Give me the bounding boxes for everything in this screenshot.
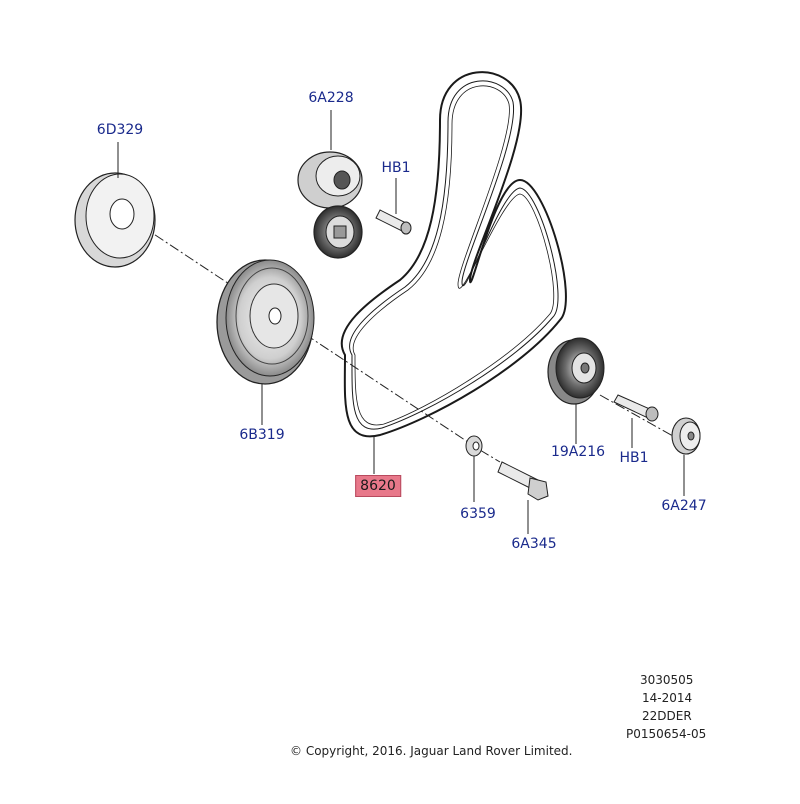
meta-line-2: 14-2014 xyxy=(642,691,693,705)
upper-bolt-drawing[interactable] xyxy=(375,209,412,235)
idler-cover-drawing[interactable] xyxy=(671,417,701,455)
label-6b319[interactable]: 6B319 xyxy=(239,427,285,443)
leader-lines xyxy=(117,110,685,534)
drive-belt[interactable] xyxy=(340,71,567,438)
label-6a228[interactable]: 6A228 xyxy=(308,90,354,106)
meta-line-1: 3030505 xyxy=(640,673,694,687)
label-19a216[interactable]: 19A216 xyxy=(550,444,606,460)
label-6a345[interactable]: 6A345 xyxy=(511,536,557,552)
lower-bolt-drawing[interactable] xyxy=(613,394,659,422)
crank-damper-cover-drawing[interactable] xyxy=(74,168,156,268)
copyright-notice: © Copyright, 2016. Jaguar Land Rover Lim… xyxy=(290,744,573,758)
label-hb1-upper[interactable]: HB1 xyxy=(381,160,411,176)
tensioner-drawing[interactable] xyxy=(297,151,363,259)
label-6359[interactable]: 6359 xyxy=(460,506,496,522)
label-6d329[interactable]: 6D329 xyxy=(96,122,144,138)
washer-drawing[interactable] xyxy=(465,435,483,457)
crank-bolt-drawing[interactable] xyxy=(497,461,549,501)
meta-line-4: P0150654-05 xyxy=(626,727,707,741)
meta-line-3: 22DDER xyxy=(642,709,692,723)
label-8620[interactable]: 8620 xyxy=(355,475,401,497)
crank-pulley-drawing[interactable] xyxy=(216,259,315,385)
label-6a247[interactable]: 6A247 xyxy=(661,498,707,514)
idler-pulley-drawing[interactable] xyxy=(547,337,605,405)
label-hb1-lower[interactable]: HB1 xyxy=(619,450,649,466)
axis-lines xyxy=(124,214,681,463)
